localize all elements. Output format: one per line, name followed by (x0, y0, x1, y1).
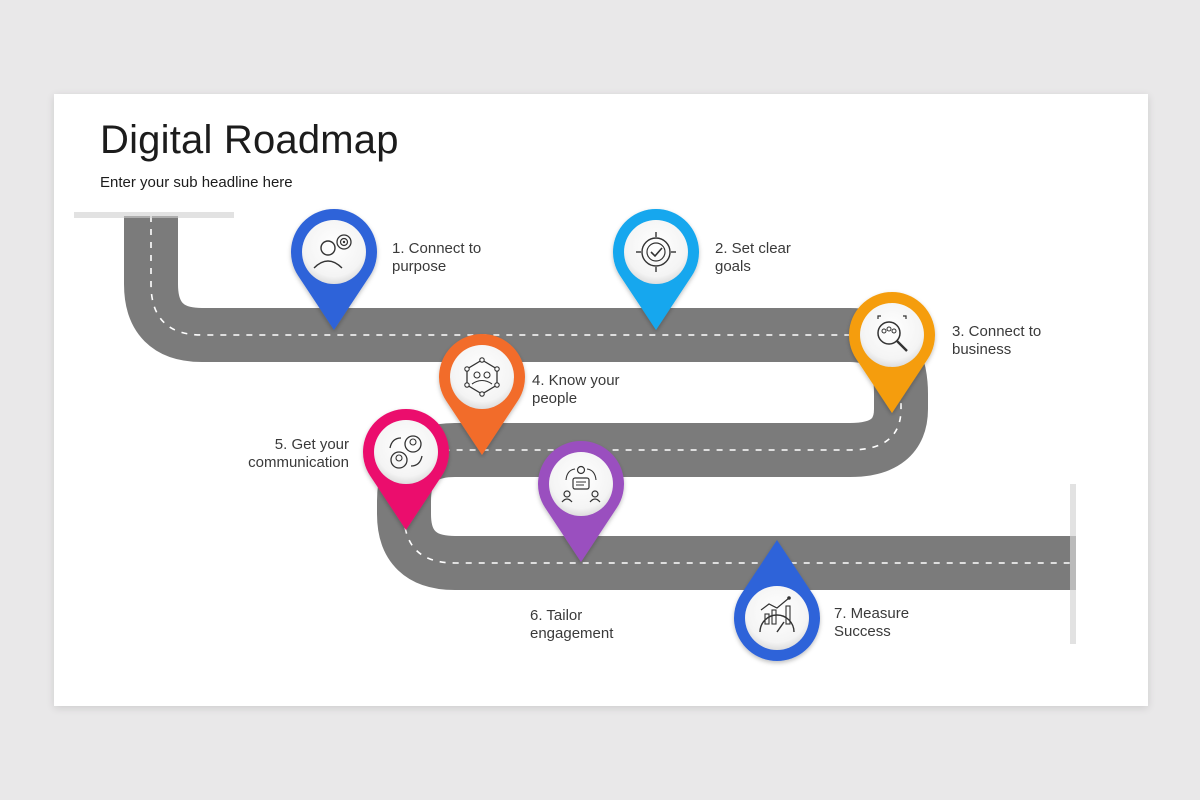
user-exchange-icon (389, 435, 423, 469)
map-pin-4-inner (450, 345, 514, 409)
map-pin-7-inner (745, 586, 809, 650)
magnifier-group-icon (877, 315, 908, 352)
road-end-right (1070, 484, 1076, 644)
map-pin-5-inner (374, 420, 438, 484)
page-title: Digital Roadmap (100, 118, 399, 162)
map-pin-3 (849, 292, 935, 413)
map-pin-5 (363, 409, 449, 530)
map-pin-3-inner (860, 303, 924, 367)
people-network-icon (464, 357, 500, 397)
page-subtitle: Enter your sub headline here (100, 174, 293, 191)
team-chat-icon (561, 465, 601, 503)
chart-gauge-icon (759, 596, 795, 633)
road-end-left (74, 212, 234, 218)
target-check-icon (636, 232, 676, 272)
slide: Digital Roadmap Enter your sub headline … (54, 94, 1148, 706)
map-pin-7 (734, 540, 820, 661)
map-pin-6-inner (549, 452, 613, 516)
map-pin-2-inner (624, 220, 688, 284)
roadmap-diagram (74, 208, 1076, 661)
person-target-icon (313, 234, 352, 269)
